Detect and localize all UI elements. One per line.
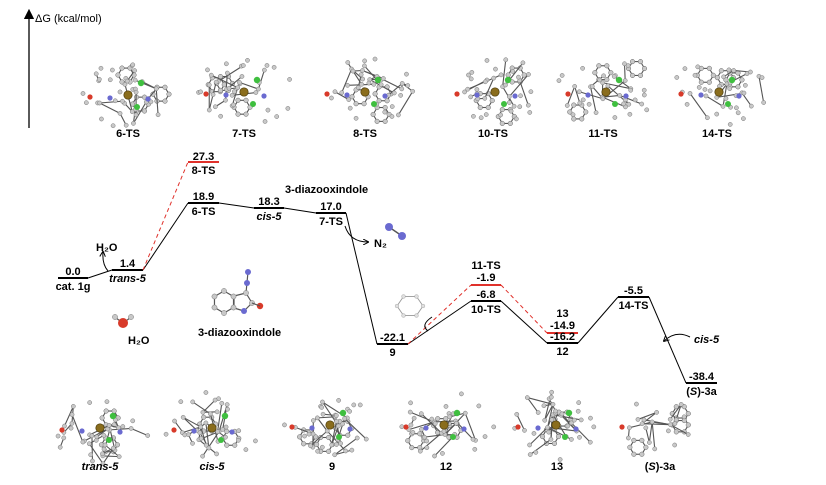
level-cat: 0.0 cat. 1g	[56, 266, 91, 293]
connector-14ts-3a	[648, 296, 687, 384]
molecule	[282, 398, 369, 458]
level-value-ts8: 27.3	[193, 151, 214, 163]
connector-10ts-12	[500, 300, 548, 344]
structure-label-bottom: (S)-3a	[645, 461, 676, 473]
molecule	[556, 59, 650, 122]
molecule	[163, 390, 258, 459]
structure-label-bottom: 12	[440, 461, 452, 473]
n2-arrow	[344, 225, 368, 242]
level-label-trans5: trans-5	[109, 273, 147, 285]
level-value-s3a: -38.4	[689, 371, 715, 383]
molecule	[196, 57, 292, 124]
small-molecules	[112, 223, 426, 328]
connector-trans5-8ts	[142, 161, 189, 271]
connector-trans5-6ts	[142, 202, 189, 271]
level-value-i13: -14.9	[550, 320, 575, 332]
structure-label-top: 7-TS	[232, 128, 256, 140]
structure-label-top: 6-TS	[116, 128, 140, 140]
structure-label-bottom: cis-5	[199, 461, 225, 473]
connector-6ts-cis5	[218, 202, 255, 209]
water-oxygen	[118, 318, 128, 328]
level-value-trans5: 1.4	[120, 258, 136, 270]
molecule	[55, 399, 151, 467]
level-value-ts6: 18.9	[193, 191, 214, 203]
level-ts8: 27.3 8-TS	[188, 151, 219, 177]
molecule	[454, 57, 534, 126]
diazo-top-label: 3-diazooxindole	[285, 184, 368, 196]
path-connectors	[87, 161, 691, 384]
structure-label-bottom: 9	[329, 461, 335, 473]
level-label-i9: 9	[389, 347, 395, 359]
structure-label-top: 8-TS	[353, 128, 377, 140]
n2-label: N₂	[374, 238, 387, 250]
level-value-cat: 0.0	[65, 266, 80, 278]
molecule	[674, 64, 767, 127]
level-label-i13: 13	[556, 308, 568, 320]
molecule	[80, 62, 172, 129]
diazo-middle-label: 3-diazooxindole	[198, 327, 281, 339]
level-value-cis5: 18.3	[258, 196, 279, 208]
h2o-top-label: H₂O	[96, 242, 118, 254]
level-label-i12: 12	[556, 346, 568, 358]
molecule-structures	[55, 56, 767, 467]
level-label-ts8: 8-TS	[192, 165, 216, 177]
level-value-ts14: -5.5	[624, 285, 643, 297]
level-value-ts11: -1.9	[477, 272, 496, 284]
level-ts7: 17.0 7-TS	[316, 201, 346, 228]
structure-label-bottom: trans-5	[82, 461, 120, 473]
connector-11ts-13	[500, 284, 548, 334]
level-i9: -22.1 9	[377, 332, 408, 359]
level-value-i9: -22.1	[380, 332, 405, 344]
level-label-cat: cat. 1g	[56, 281, 91, 293]
level-i13: -14.913	[547, 308, 578, 334]
level-s3a: -38.4 (S)-3a	[686, 371, 718, 398]
cis5-right-label: cis-5	[694, 334, 720, 346]
level-label-ts11: 11-TS	[471, 260, 500, 272]
y-axis-label: ΔG (kcal/mol)	[35, 13, 102, 25]
connector-7ts-9	[345, 212, 378, 345]
structure-label-top: 14-TS	[702, 128, 732, 140]
level-ts6: 18.9 6-TS	[188, 191, 219, 218]
structure-labels: 6-TS 7-TS 8-TS 10-TS 11-TS 14-TS trans-5 cis-5 9…	[82, 128, 732, 473]
molecule	[324, 56, 416, 124]
h2o-bottom-label: H₂O	[128, 335, 150, 347]
level-value-ts10: -6.8	[477, 289, 496, 301]
level-label-ts7: 7-TS	[319, 216, 343, 228]
level-i12: -16.2 12	[547, 331, 578, 358]
connector-9-10ts	[407, 300, 472, 345]
level-ts14: -5.5 14-TS	[618, 285, 649, 312]
molecule	[619, 401, 691, 457]
connector-cat-trans5	[87, 269, 113, 279]
cis5-in-arrow	[664, 333, 691, 341]
molecule	[399, 391, 497, 459]
structure-label-top: 11-TS	[588, 128, 617, 140]
structure-label-bottom: 13	[551, 461, 563, 473]
energy-levels: 0.0 cat. 1g 1.4 trans-5 18.9 6-TS 27.3 8-TS 18.3…	[56, 151, 718, 398]
structure-label-top: 10-TS	[478, 128, 508, 140]
level-ts11: -1.911-TS	[471, 260, 501, 286]
level-label-ts10: 10-TS	[471, 304, 501, 316]
level-label-s3a: (S)-3a	[686, 386, 717, 398]
level-label-ts6: 6-TS	[192, 206, 216, 218]
connector-cis5-7ts	[283, 207, 317, 214]
diazo-in-arrow	[424, 316, 433, 332]
connector-12-14ts	[577, 296, 619, 344]
level-value-i12: -16.2	[550, 331, 575, 343]
level-trans5: 1.4 trans-5	[109, 258, 147, 285]
level-value-ts7: 17.0	[320, 201, 341, 213]
level-label-cis5: cis-5	[256, 211, 282, 223]
connector-9-11ts	[407, 284, 472, 345]
h2o-arrow	[103, 252, 109, 272]
molecule	[512, 389, 597, 462]
level-ts10: -6.8 10-TS	[471, 289, 501, 316]
level-cis5: 18.3 cis-5	[254, 196, 284, 223]
level-label-ts14: 14-TS	[619, 300, 649, 312]
